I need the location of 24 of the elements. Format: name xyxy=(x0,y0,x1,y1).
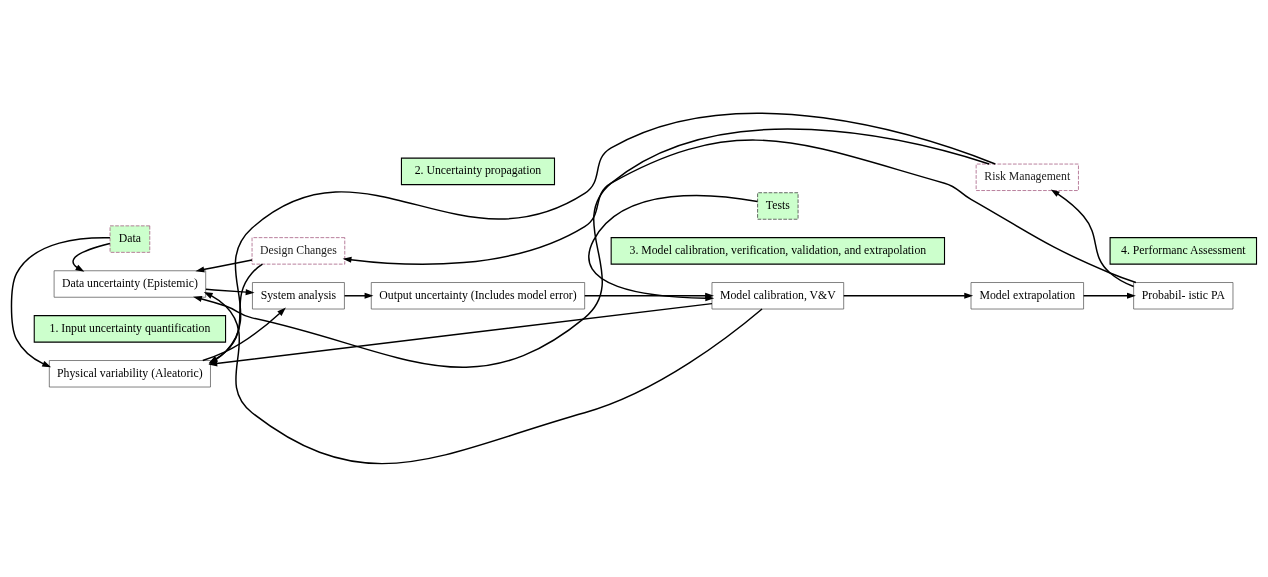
node-box: Tests xyxy=(757,192,799,220)
arrow xyxy=(195,259,253,273)
node-box: 2. Uncertainty propagation xyxy=(400,157,556,186)
arrow xyxy=(205,288,255,296)
node-box: 3. Model calibration, verification, validation, and extrapolation xyxy=(610,237,946,265)
node-box: Probabil- istic PA xyxy=(1133,282,1234,310)
arrow xyxy=(343,292,374,299)
node-box: 1. Input uncertainty quantification xyxy=(33,315,227,343)
arrow xyxy=(72,242,111,272)
node-box: System analysis xyxy=(252,282,345,310)
node-box: Physical variability (Aleatoric) xyxy=(48,360,211,388)
node-box: Output uncertainty (Includes model error) xyxy=(370,282,586,310)
node-box: Model extrapolation xyxy=(970,282,1084,310)
arrow xyxy=(1082,292,1136,299)
node-box: Data uncertainty (Epistemic) xyxy=(53,270,207,298)
arrow xyxy=(10,236,111,368)
arrow xyxy=(342,139,1137,284)
node-box: Data xyxy=(109,225,151,253)
arrow xyxy=(843,292,974,299)
node-box: Design Changes xyxy=(251,237,346,265)
arrow xyxy=(1050,189,1135,288)
node-box: 4. Performanc Assessment xyxy=(1109,237,1258,265)
node-box: Risk Management xyxy=(975,163,1079,191)
node-box: Model calibration, V&V xyxy=(711,282,845,310)
